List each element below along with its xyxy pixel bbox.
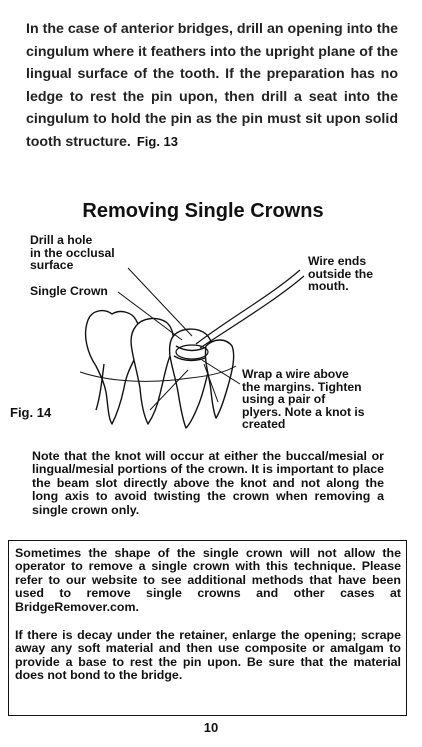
info-box-paragraph-2: If there is decay under the retainer, en… <box>15 628 401 683</box>
label-drill-hole: Drill a hole in the occlusal surface <box>30 233 115 273</box>
section-title: Removing Single Crowns <box>82 200 324 222</box>
label-wire-ends: Wire ends outside the mouth. <box>308 254 374 294</box>
wire-strand-b <box>199 275 305 349</box>
intro-text: In the case of anterior bridges, drill a… <box>26 21 398 150</box>
front-tooth <box>204 339 235 419</box>
premolar-tooth <box>130 317 175 425</box>
leader-fig-b <box>203 363 219 403</box>
intro-paragraph: In the case of anterior bridges, drill a… <box>26 18 398 154</box>
single-crown-tooth <box>168 328 214 429</box>
leader-single-crown <box>117 291 183 341</box>
figure-ref-13: Fig. 13 <box>136 133 179 149</box>
wire-loop <box>175 344 209 360</box>
wire-strand-a <box>195 269 301 345</box>
page-number: 10 <box>203 720 219 735</box>
note-paragraph: Note that the knot will occur at either … <box>32 449 384 517</box>
info-box-paragraph-1: Sometimes the shape of the single crown … <box>15 546 401 614</box>
leader-drill <box>127 267 193 337</box>
info-box: Sometimes the shape of the single crown … <box>8 540 407 716</box>
molar-tooth <box>84 309 141 425</box>
label-single-crown: Single Crown <box>30 284 108 298</box>
figure-label-14: Fig. 14 <box>10 405 52 420</box>
leader-fig-a <box>149 369 189 411</box>
label-wrap-wire: Wrap a wire above the margins. Tighten u… <box>242 367 365 432</box>
leader-wrap <box>201 359 241 385</box>
